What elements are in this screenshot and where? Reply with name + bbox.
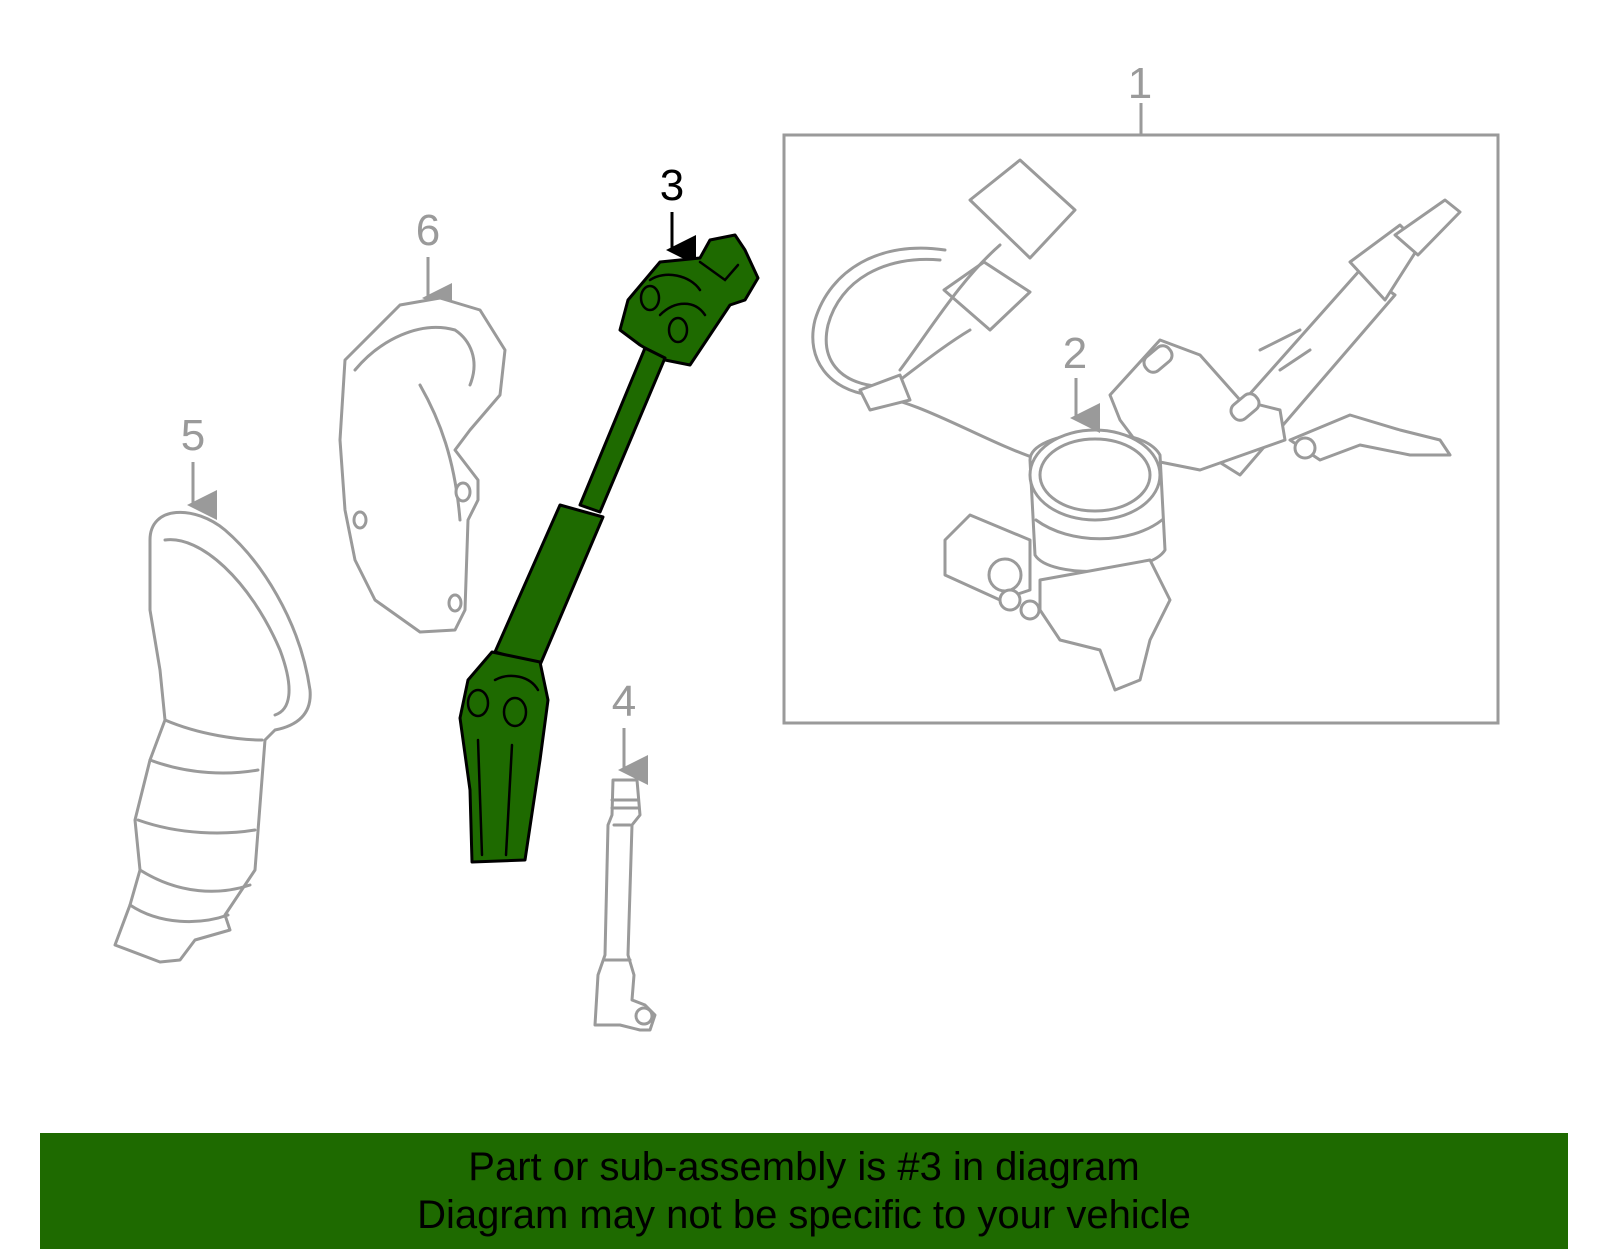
callout-1[interactable]: 1 bbox=[1128, 59, 1152, 135]
assembly-1-box bbox=[782, 133, 1500, 725]
steering-column-assembly-part-1[interactable] bbox=[811, 158, 1462, 692]
lower-shaft-part-4[interactable] bbox=[593, 778, 657, 1032]
callout-4-label: 4 bbox=[612, 677, 636, 726]
info-banner: Part or sub-assembly is #3 in diagram Di… bbox=[40, 1133, 1568, 1249]
callout-5[interactable]: 5 bbox=[181, 411, 217, 520]
banner-line-part-info: Part or sub-assembly is #3 in diagram bbox=[468, 1145, 1140, 1189]
callout-3-label: 3 bbox=[660, 161, 684, 210]
callout-2[interactable]: 2 bbox=[1063, 329, 1100, 433]
callout-4[interactable]: 4 bbox=[612, 677, 648, 785]
callout-1-label: 1 bbox=[1128, 59, 1152, 108]
cover-part-6[interactable] bbox=[338, 296, 507, 634]
callout-2-label: 2 bbox=[1063, 329, 1087, 378]
banner-line-disclaimer: Diagram may not be specific to your vehi… bbox=[417, 1193, 1191, 1237]
callout-6[interactable]: 6 bbox=[416, 206, 452, 313]
callout-5-label: 5 bbox=[181, 411, 205, 460]
callout-6-label: 6 bbox=[416, 206, 440, 255]
callout-3[interactable]: 3 bbox=[660, 161, 696, 265]
intermediate-shaft-part-3[interactable] bbox=[458, 233, 760, 864]
parts-diagram: 1 2 bbox=[113, 59, 1500, 1032]
boot-seal-part-5[interactable] bbox=[113, 510, 312, 964]
